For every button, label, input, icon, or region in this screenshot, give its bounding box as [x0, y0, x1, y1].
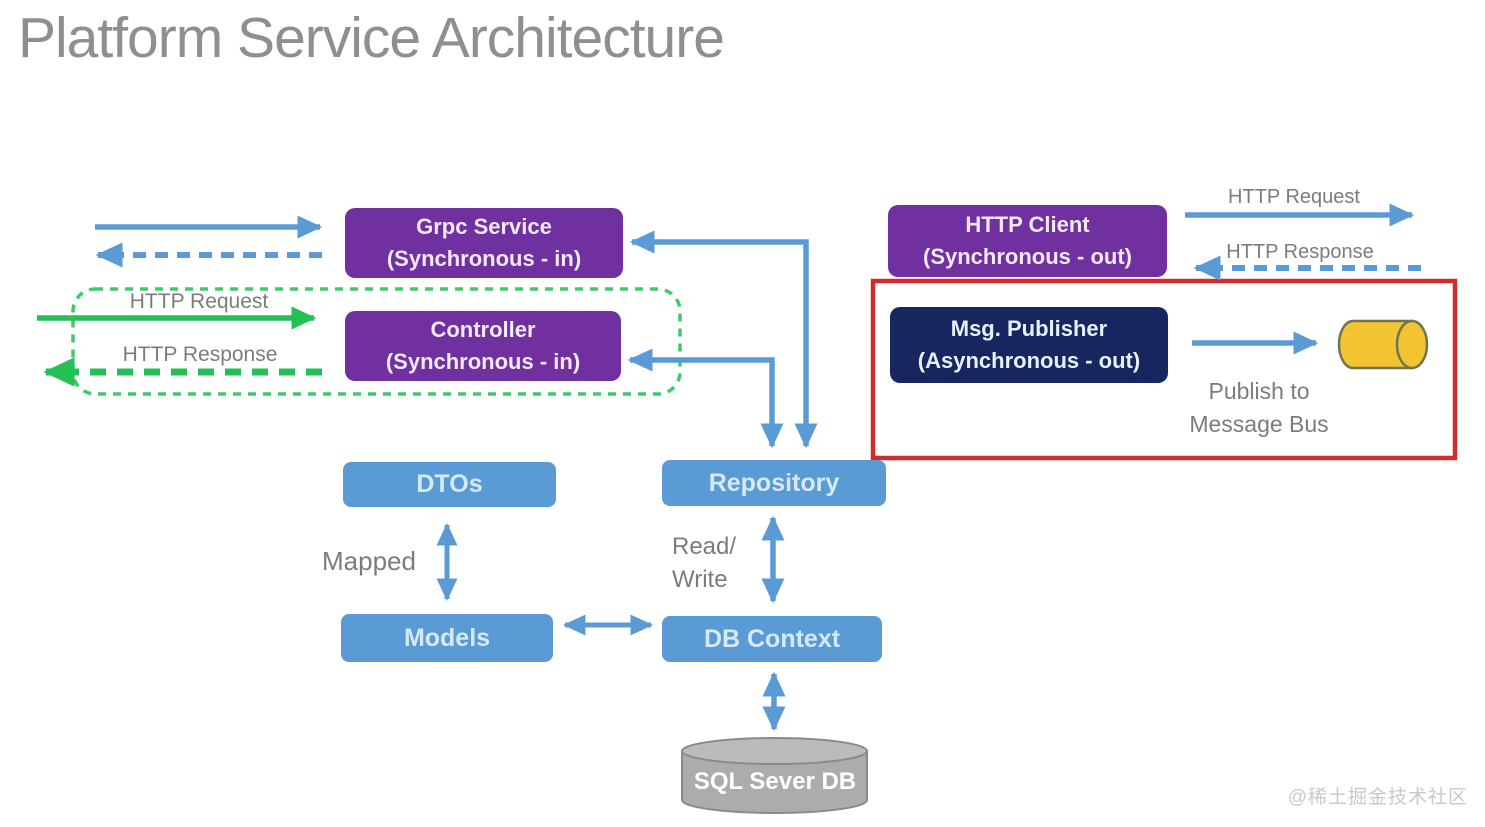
models-node: Models — [341, 614, 553, 662]
dtos-label: DTOs — [416, 470, 483, 499]
grpc-service-node: Grpc Service (Synchronous - in) — [345, 208, 623, 278]
mapped-label: Mapped — [322, 546, 416, 576]
http-client-label-line2: (Synchronous - out) — [923, 244, 1132, 269]
grpc-repository-connector — [629, 230, 818, 449]
http-response-label-left: HTTP Response — [122, 343, 278, 366]
controller-repository-connector — [627, 348, 784, 449]
http-client-label-line1: HTTP Client — [965, 212, 1090, 238]
models-label: Models — [403, 623, 491, 652]
http-response-label-right: HTTP Response — [1226, 241, 1374, 263]
dtos-node: DTOs — [343, 462, 556, 507]
http-request-label-right: HTTP Request — [1228, 186, 1360, 208]
repository-label: Repository — [708, 468, 840, 497]
page-title: Platform Service Architecture — [18, 6, 725, 70]
sql-db-cylinder-icon — [681, 737, 868, 814]
controller-node: Controller (Synchronous - in) — [345, 311, 621, 381]
http-request-label-left: HTTP Request — [129, 290, 269, 313]
repository-node: Repository — [662, 460, 886, 506]
grpc-service-label-line1: Grpc Service — [416, 214, 552, 240]
publish-to-label: Publish to — [1208, 378, 1310, 404]
msg-publisher-highlight-outline — [870, 278, 1458, 461]
message-bus-label: Message Bus — [1189, 411, 1329, 437]
watermark: @稀土掘金技术社区 — [1287, 787, 1468, 808]
http-sync-group-outline — [71, 287, 682, 396]
grpc-service-label-line2: (Synchronous - in) — [386, 246, 582, 271]
msg-publisher-label-line1: Msg. Publisher — [950, 316, 1108, 342]
msg-publisher-node: Msg. Publisher (Asynchronous - out) — [890, 307, 1168, 383]
controller-label-line2: (Synchronous - in) — [385, 349, 581, 374]
http-client-node: HTTP Client (Synchronous - out) — [888, 205, 1167, 277]
controller-label-line1: Controller — [430, 317, 536, 343]
db-context-node: DB Context — [662, 616, 882, 662]
db-context-label: DB Context — [703, 624, 841, 653]
sql-db-label: SQL Sever DB — [693, 768, 857, 795]
read-label: Read/ — [672, 533, 737, 560]
write-label: Write — [672, 566, 728, 593]
msg-publisher-label-line2: (Asynchronous - out) — [917, 348, 1141, 373]
message-bus-cylinder-icon — [1337, 319, 1429, 370]
